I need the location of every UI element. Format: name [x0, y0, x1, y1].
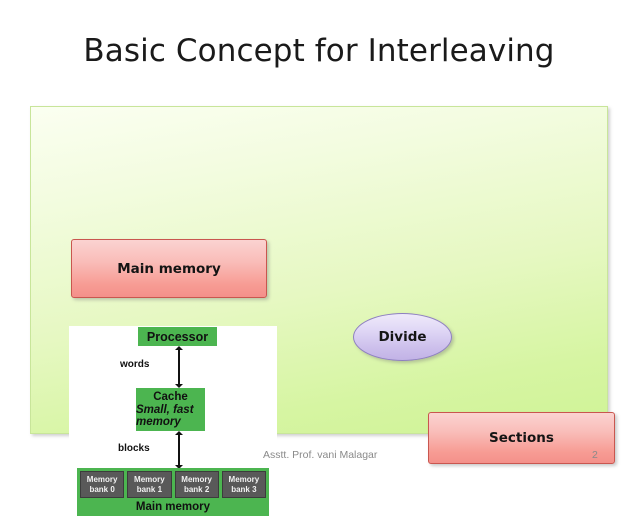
memory-bank-line1: Memory	[134, 475, 165, 485]
words-arrow-icon	[174, 346, 184, 388]
footer-author: Asstt. Prof. vani Malagar	[263, 449, 378, 461]
processor-label: Processor	[146, 329, 209, 344]
memory-bank-line1: Memory	[228, 475, 260, 485]
memory-bank-line1: Memory	[86, 475, 118, 485]
memory-bank: Memory bank 1	[127, 471, 172, 498]
memory-bank-line2: bank 1	[136, 484, 163, 494]
diagram-main-memory-block: Memory bank 0 Memory bank 1 Memory bank …	[77, 468, 269, 516]
callout-main-memory-label: Main memory	[117, 260, 221, 277]
blocks-arrow-icon	[174, 431, 184, 469]
content-panel: Main memory Divide Sections Processor wo…	[30, 106, 615, 516]
callout-sections-label: Sections	[489, 430, 554, 446]
memory-bank-line2: bank 3	[231, 484, 257, 494]
cache-title: Cache	[153, 390, 188, 403]
memory-bank: Memory bank 2	[174, 471, 219, 498]
callout-main-memory[interactable]: Main memory	[71, 239, 267, 298]
memory-bank-line2: bank 2	[183, 484, 210, 494]
diagram-cache-block: Cache Small, fast memory	[136, 388, 205, 431]
blocks-label: blocks	[118, 443, 150, 454]
words-label: words	[120, 359, 150, 370]
footer-page-number: 2	[592, 449, 598, 461]
memory-bank-line1: Memory	[181, 475, 212, 485]
diagram-processor-block: Processor	[138, 327, 217, 346]
page-title: Basic Concept for Interleaving	[83, 33, 555, 69]
memory-bank: Memory bank 0	[80, 471, 125, 498]
memory-bank: Memory bank 3	[221, 471, 266, 498]
memory-bank-row: Memory bank 0 Memory bank 1 Memory bank …	[80, 471, 266, 498]
cache-subtitle: Small, fast memory	[136, 403, 194, 429]
callout-divide[interactable]: Divide	[353, 313, 452, 361]
memory-hierarchy-diagram: Processor words Cache Small, fast memory…	[69, 326, 277, 516]
diagram-main-memory-label: Main memory	[135, 501, 211, 513]
callout-divide-label: Divide	[378, 329, 427, 345]
callout-sections[interactable]: Sections	[428, 412, 615, 464]
memory-bank-line2: bank 0	[89, 484, 115, 494]
